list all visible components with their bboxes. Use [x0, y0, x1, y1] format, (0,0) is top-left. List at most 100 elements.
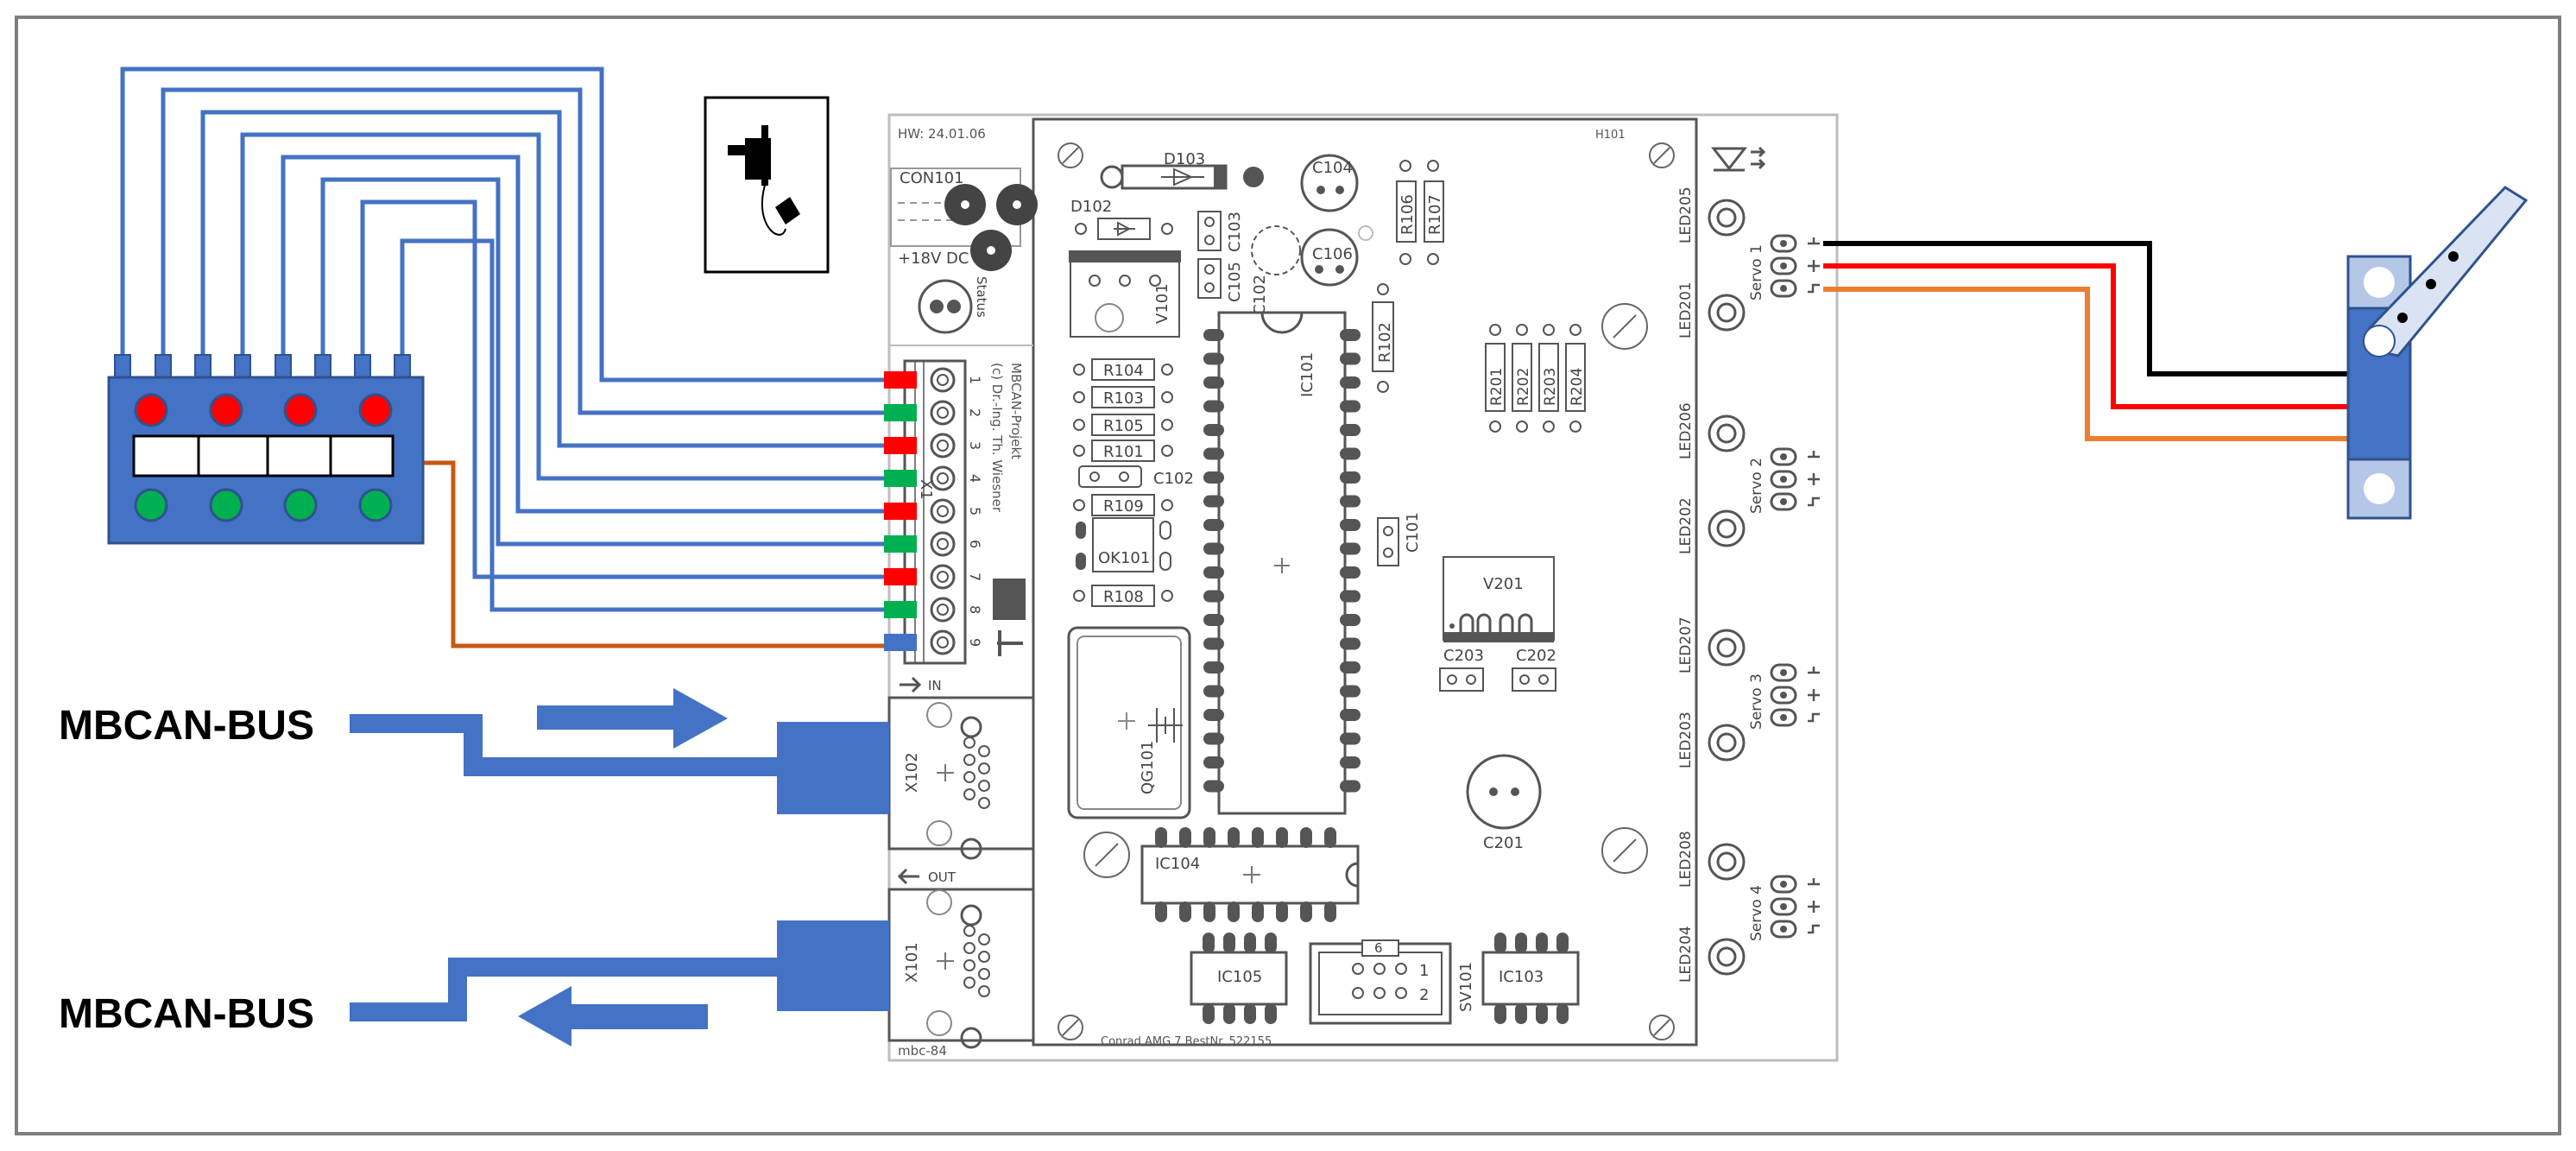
- led-footprint: [1708, 724, 1746, 762]
- terminal-screw: [930, 433, 956, 459]
- r106-resistor: R106: [1396, 160, 1417, 265]
- terminal-screw: [930, 629, 956, 655]
- led-footprint: [1708, 938, 1746, 976]
- r105-resistor: R105: [1073, 414, 1173, 436]
- c102-capacitor: C102: [1251, 225, 1301, 315]
- out-label: OUT: [897, 868, 957, 885]
- svg-text:C106: C106: [1312, 245, 1353, 263]
- in-label: IN: [900, 676, 942, 693]
- terminal-screw: [930, 564, 956, 590]
- svg-text:C102: C102: [1153, 470, 1194, 488]
- bus-in-cable: [350, 714, 889, 814]
- terminal-screw: [930, 498, 956, 524]
- svg-text:V201: V201: [1483, 575, 1524, 593]
- led-label: LED203: [1677, 711, 1695, 768]
- c105-capacitor: C105: [1197, 258, 1244, 302]
- ic101-microcontroller: IC101: [1203, 311, 1361, 815]
- status-led: Status: [918, 276, 989, 334]
- led-label: LED204: [1677, 926, 1695, 983]
- v201-regulator: V201: [1443, 556, 1555, 642]
- sv101-header: 6 1 2 SV101: [1309, 939, 1475, 1025]
- panel-pin: [314, 354, 331, 380]
- project-line1: MBCAN-Projekt: [1008, 363, 1024, 459]
- terminal-number: 8: [967, 605, 983, 614]
- c203-capacitor: C203: [1439, 647, 1484, 692]
- led-symbol-icon: [1710, 146, 1766, 172]
- led-footprint: [1708, 414, 1746, 452]
- terminal-indicator: [884, 503, 917, 520]
- panel-pin: [155, 354, 172, 380]
- svg-text:C105: C105: [1226, 262, 1244, 302]
- panel-pin: [275, 354, 292, 380]
- con101-power-jack: CON101 +18V DC: [890, 168, 1038, 271]
- svg-text:R105: R105: [1103, 417, 1144, 435]
- led-label: LED208: [1677, 831, 1695, 888]
- control-wire: [281, 155, 884, 514]
- svg-text:C102: C102: [1251, 275, 1269, 315]
- servo-label: Servo 1: [1748, 244, 1765, 300]
- svg-text:X101: X101: [903, 942, 921, 983]
- c102b-capacitor: C102: [1078, 465, 1194, 488]
- panel-led-red: [134, 393, 168, 427]
- d102-diode: D102: [1070, 198, 1173, 240]
- control-wire: [161, 87, 884, 415]
- x102-socket: X102: [887, 696, 1035, 860]
- svg-text:SV101: SV101: [1457, 962, 1475, 1012]
- panel-led-red: [209, 393, 243, 427]
- svg-text:C203: C203: [1443, 647, 1484, 665]
- led-label: LED205: [1677, 187, 1695, 243]
- svg-text:QG101: QG101: [1139, 741, 1157, 794]
- c201-capacitor: C201: [1466, 754, 1542, 852]
- svg-text:V101: V101: [1153, 283, 1171, 324]
- panel-pin: [114, 354, 131, 380]
- board-tag: mbc-84: [898, 1043, 947, 1059]
- panel-led-red: [283, 393, 318, 427]
- led-servo-column: LED205LED201LED206LED202LED207LED203LED2…: [1677, 187, 1820, 983]
- svg-text:IC105: IC105: [1217, 968, 1262, 986]
- servo-cable: [1823, 241, 2348, 441]
- r108-resistor: R108: [1073, 585, 1173, 607]
- terminal-number: 2: [967, 408, 983, 417]
- switch-panel: [107, 354, 425, 545]
- panel-pin: [354, 354, 371, 380]
- c101-capacitor: C101: [1377, 512, 1422, 566]
- svg-text:R108: R108: [1103, 588, 1144, 606]
- control-wire: [200, 110, 884, 448]
- led-footprint: [1708, 629, 1746, 667]
- svg-text:R102: R102: [1376, 322, 1394, 363]
- r203-label: R203: [1542, 368, 1559, 406]
- c104-capacitor: C104: [1300, 154, 1373, 241]
- svg-text:IC103: IC103: [1499, 968, 1544, 986]
- svg-text:R107: R107: [1426, 194, 1444, 235]
- qg101-oscillator: QG101: [1067, 626, 1191, 819]
- led-footprint: [1708, 199, 1746, 237]
- arrow-left-icon: [518, 986, 708, 1047]
- terminal-indicator: [884, 470, 917, 487]
- panel-led-red: [358, 393, 393, 427]
- terminal-number: 3: [967, 441, 983, 450]
- board-footer: Conrad AMG 7 BestNr. 522155: [1101, 1035, 1272, 1048]
- control-wires: [120, 66, 884, 648]
- svg-text:R103: R103: [1103, 389, 1144, 408]
- terminal-screw: [930, 531, 956, 557]
- servo-label: Servo 2: [1748, 458, 1765, 514]
- c202-capacitor: C202: [1512, 647, 1556, 692]
- terminal-number: 6: [967, 540, 983, 548]
- led-label: LED202: [1677, 497, 1695, 554]
- led-label: LED201: [1677, 281, 1695, 338]
- board-id: H101: [1595, 129, 1626, 142]
- r103-resistor: R103: [1073, 386, 1173, 408]
- panel-pin: [394, 354, 411, 380]
- svg-text:IN: IN: [928, 678, 942, 693]
- led-footprint: [1708, 509, 1746, 547]
- svg-text:C202: C202: [1516, 647, 1556, 665]
- svg-text:X102: X102: [903, 752, 921, 793]
- bus-out-label: MBCAN-BUS: [59, 991, 314, 1037]
- svg-text:C101: C101: [1404, 512, 1422, 553]
- r109-resistor: R109: [1073, 494, 1173, 516]
- led-label: LED207: [1677, 617, 1695, 674]
- svg-text:R109: R109: [1103, 497, 1144, 515]
- hw-version: HW: 24.01.06: [898, 126, 986, 142]
